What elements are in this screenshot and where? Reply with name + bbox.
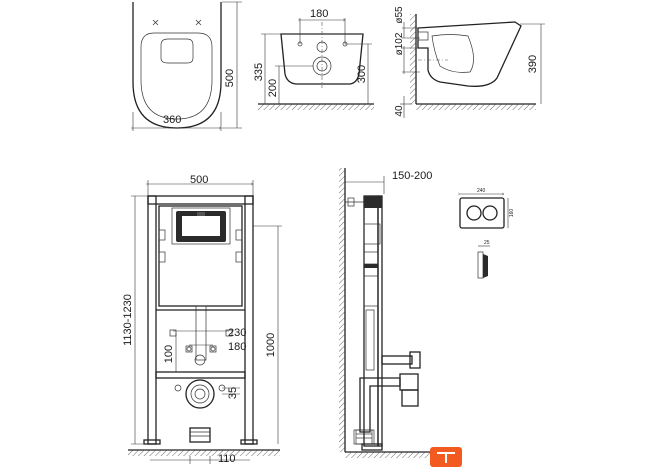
bowl-height-200-label: 200 <box>267 79 279 97</box>
inlet-height-label: 100 <box>163 345 175 363</box>
bowl-length-label: 500 <box>224 69 236 87</box>
depth-range-label: 150-200 <box>392 170 432 182</box>
hole-spacing-label: 180 <box>310 8 328 20</box>
plate-height-label: 160 <box>509 209 515 218</box>
bolt-spacing-label: 230 <box>228 327 246 339</box>
offset-label: 35 <box>227 387 239 399</box>
seat-height-label: 390 <box>527 55 539 73</box>
plate-thickness-label: 25 <box>484 240 490 246</box>
outlet-diameter-label: ø102 <box>394 32 405 55</box>
watermark-brand: 1teh.by <box>466 450 512 465</box>
bowl-side-view: ø55 ø102 40 390 <box>394 6 545 118</box>
bowl-top-view: 360 500 <box>133 1 242 131</box>
watermark: 1teh.by <box>430 447 512 467</box>
feet-spacing-label: 110 <box>218 453 236 465</box>
pipe-diameter-label: ø55 <box>394 6 405 24</box>
plate-width-label: 240 <box>477 188 486 194</box>
frame-height-fixed-label: 1000 <box>265 333 277 357</box>
frame-side-view: 150-200 <box>339 168 440 458</box>
frame-front-view: 500 11 <box>122 174 282 465</box>
frame-height-range-label: 1130-1230 <box>122 294 134 346</box>
bowl-front-view: 180 335 200 300 <box>253 8 374 110</box>
bowl-height-335-label: 335 <box>253 63 265 81</box>
bowl-width-label: 360 <box>163 114 181 126</box>
clearance-label: 40 <box>394 105 405 117</box>
stud-spacing-label: 180 <box>228 341 246 353</box>
flush-plate-view: 240 160 25 <box>460 188 515 279</box>
frame-width-label: 500 <box>190 174 208 186</box>
bowl-height-300-label: 300 <box>356 65 368 83</box>
